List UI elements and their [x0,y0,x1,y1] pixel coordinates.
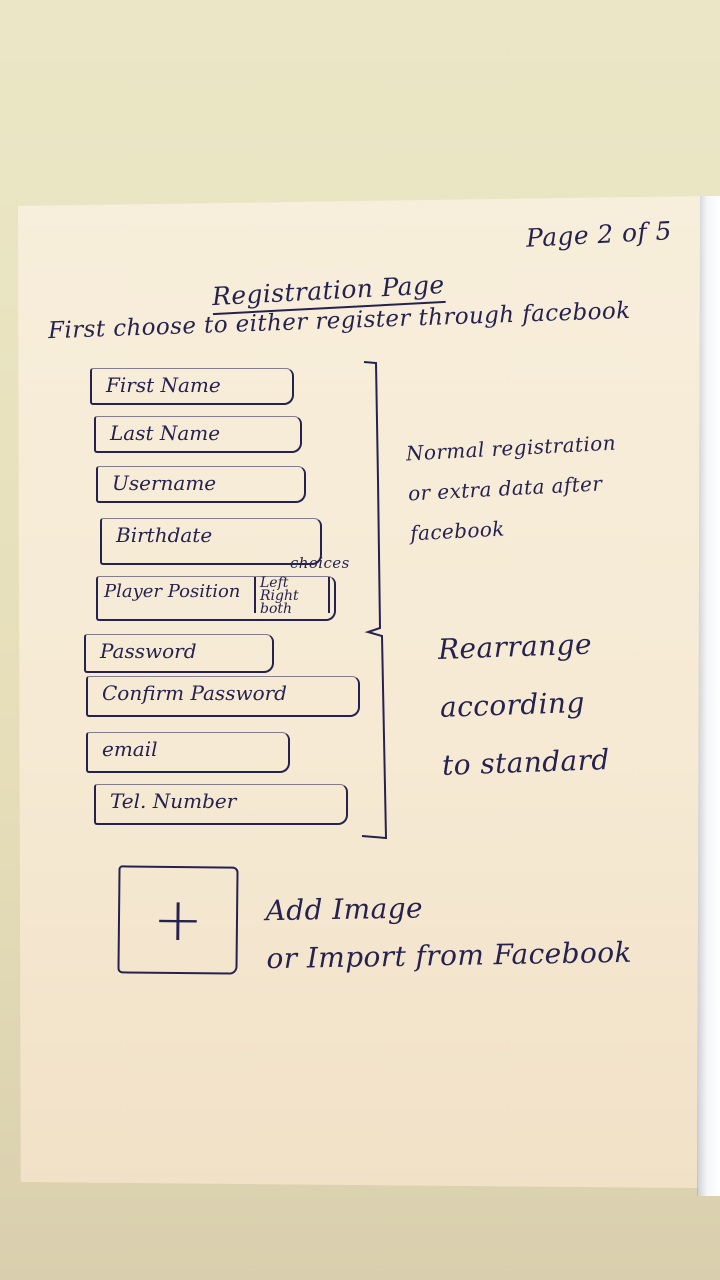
form-group-brace [361,361,388,840]
password-label: Password [100,639,197,663]
position-option-left[interactable]: Left [260,575,289,591]
plus-icon: + [152,884,204,956]
choices-note: choices [290,554,350,572]
username-label: Username [112,471,217,495]
player-position-field[interactable]: Player Position Left Right both [96,576,336,621]
email-label: email [102,737,158,761]
birthdate-field[interactable]: Birthdate [100,518,322,565]
player-position-select[interactable]: Left Right both [254,575,330,617]
last-name-field[interactable]: Last Name [94,416,302,453]
next-sheet-edge [697,196,720,1196]
confirm-password-label: Confirm Password [102,681,287,705]
registration-note: Normal registration or extra data after … [405,430,617,546]
first-name-label: First Name [106,373,221,397]
player-position-label: Player Position [104,581,241,602]
confirm-password-field[interactable]: Confirm Password [86,676,360,717]
position-option-right[interactable]: Right [260,588,299,604]
add-image-button[interactable]: + [117,865,239,975]
password-field[interactable]: Password [84,634,274,673]
last-name-label: Last Name [110,421,221,445]
email-field[interactable]: email [86,732,290,773]
rearrange-note: Rearrange according to standard [437,627,611,782]
first-name-field[interactable]: First Name [90,368,294,405]
tel-number-label: Tel. Number [110,789,237,813]
birthdate-label: Birthdate [116,523,213,547]
tel-number-field[interactable]: Tel. Number [94,784,348,825]
position-option-both[interactable]: both [260,601,293,617]
username-field[interactable]: Username [96,466,306,503]
add-image-note: Add Image or Import from Facebook [265,891,633,976]
